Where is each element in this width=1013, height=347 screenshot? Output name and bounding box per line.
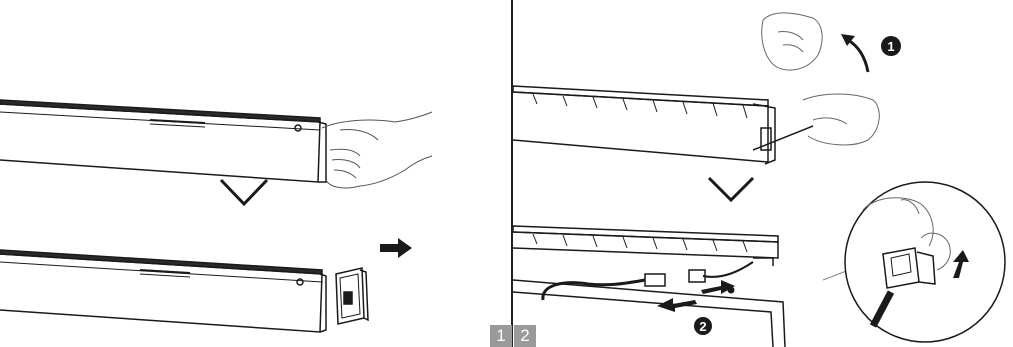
right-panel-illustration: 1 bbox=[513, 0, 1013, 347]
light-bar-bottom bbox=[0, 250, 326, 332]
arrow-right-icon bbox=[380, 238, 412, 258]
hand-with-screwdriver bbox=[753, 13, 879, 150]
light-bar-top bbox=[0, 100, 326, 182]
page-tab-1[interactable]: 1 bbox=[490, 325, 512, 347]
left-panel-illustration bbox=[0, 0, 512, 347]
end-cap-part bbox=[336, 268, 368, 324]
step-2-number: 2 bbox=[699, 319, 706, 334]
page-tab-2[interactable]: 2 bbox=[514, 325, 536, 347]
light-bar-louvered-top bbox=[513, 86, 775, 164]
curved-arrow-icon bbox=[841, 34, 868, 72]
step-1-number: 1 bbox=[887, 39, 894, 54]
left-panel bbox=[0, 0, 512, 347]
hand-illustration bbox=[322, 112, 432, 188]
chevron-down-icon bbox=[709, 178, 753, 200]
arrow-left-icon bbox=[657, 298, 697, 312]
right-panel: 1 bbox=[513, 0, 1013, 347]
light-bar-louvered-bottom bbox=[513, 226, 778, 266]
step-1-badge: 1 bbox=[881, 36, 901, 56]
step-2-badge: 2 bbox=[694, 317, 712, 335]
detail-circle bbox=[845, 182, 1005, 342]
fixture-frame bbox=[513, 280, 785, 347]
chevron-down-icon bbox=[221, 180, 267, 204]
